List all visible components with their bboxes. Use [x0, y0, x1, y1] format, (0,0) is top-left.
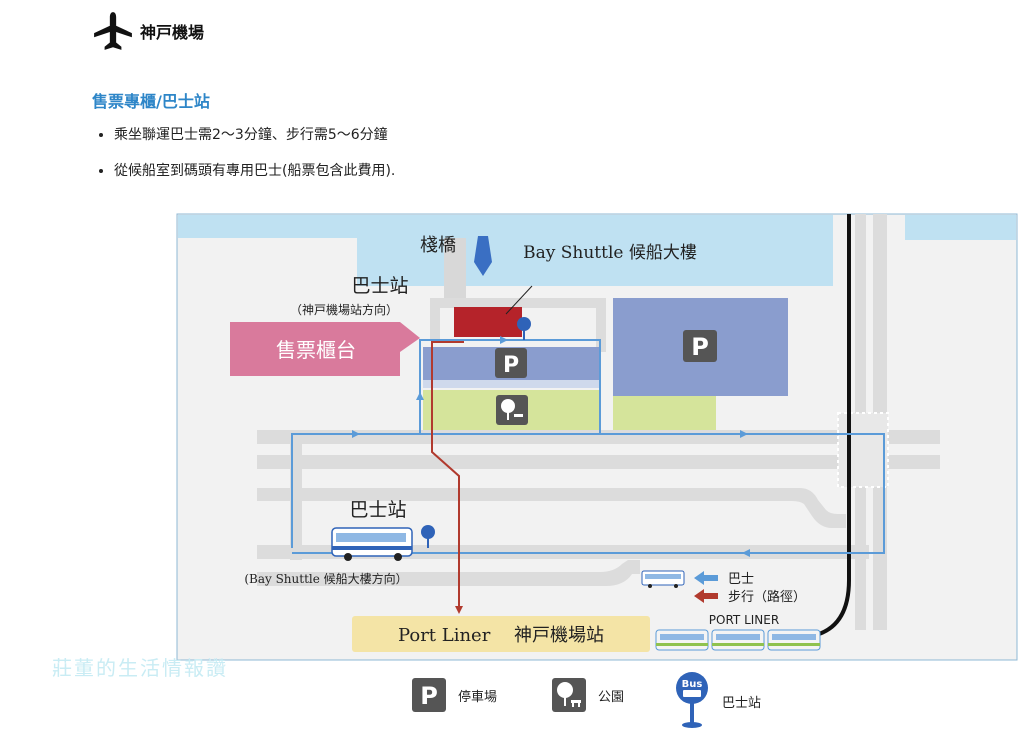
pier	[444, 238, 466, 300]
legend-parking: P 停車場	[412, 678, 497, 712]
sea-area	[905, 215, 1016, 240]
sea-area	[178, 215, 833, 238]
parking-sign	[683, 330, 717, 362]
bus-stop-top-label: 巴士站	[351, 275, 408, 297]
walk-route-legend-label: 步行（路徑）	[728, 589, 806, 605]
bus-stop-icon: Bus	[676, 672, 708, 728]
bus-legend-icon	[641, 570, 685, 588]
page-header: 神戸機場	[92, 10, 204, 52]
road	[257, 560, 640, 586]
note-item: 乘坐聯運巴士需2～3分鐘、步行需5～6分鐘	[114, 118, 395, 154]
bus-stop-bottom-direction: (Bay Shuttle 候船大樓方向）	[244, 571, 407, 586]
terminal-pointer	[505, 285, 533, 315]
parking-icon: P	[412, 678, 446, 712]
bus-sign-text: Bus	[682, 679, 703, 690]
pier-label: 棧橋	[420, 235, 456, 256]
station-box	[352, 616, 650, 652]
section-subtitle: 售票專櫃/巴士站	[92, 92, 210, 111]
walk-route-legend-arrow	[694, 589, 718, 603]
legend-bus-stop: Bus 巴士站	[674, 672, 761, 730]
port-liner-label: PORT LINER	[709, 613, 779, 627]
parking-sign-letter: P	[691, 333, 709, 361]
ticket-counter-label: 售票櫃台	[276, 338, 356, 362]
legend-park: 公園	[552, 678, 624, 712]
park-area	[613, 396, 716, 430]
note-item: 從候船室到碼頭有專用巴士(船票包含此費用).	[114, 154, 395, 190]
crosswalk	[837, 412, 889, 488]
bus-stop-icon	[421, 525, 435, 539]
parking-sign-letter: P	[503, 353, 519, 378]
station-label: Port Liner 神戸機場站	[398, 625, 604, 646]
terminal-label: Bay Shuttle 候船大樓	[523, 243, 697, 263]
park-icon	[552, 678, 586, 712]
bus-route	[291, 339, 601, 548]
pier-arrow-marker	[474, 236, 492, 276]
road-curve	[762, 488, 846, 528]
notes-list: 乘坐聯運巴士需2～3分鐘、步行需5～6分鐘 從候船室到碼頭有專用巴士(船票包含此…	[92, 118, 395, 190]
bus-stop-top-direction: （神戸機場站方向）	[290, 302, 398, 317]
ticket-counter-callout	[230, 322, 420, 376]
legend-parking-label: 停車場	[458, 689, 498, 705]
airplane-icon	[94, 12, 132, 50]
walk-route	[431, 341, 464, 612]
legend-bus-stop-label: 巴士站	[722, 695, 762, 711]
legend-park-label: 公園	[598, 689, 625, 705]
road	[257, 455, 940, 469]
road	[257, 488, 762, 501]
sea-area	[357, 236, 833, 286]
page-title: 神戸機場	[140, 23, 205, 42]
terminal-building	[454, 307, 522, 337]
bus-route-legend-arrow	[694, 571, 718, 585]
parking-sign	[495, 348, 527, 378]
bus-route-legend-label: 巴士	[728, 572, 754, 587]
bus-icon	[331, 527, 413, 561]
watermark: 莊董的生活情報讚	[52, 656, 228, 680]
terminal-road	[430, 298, 606, 352]
bus-stop-bottom-label: 巴士站	[349, 499, 406, 521]
port-liner-train	[655, 629, 821, 651]
bus-stop-icon	[517, 317, 531, 331]
svg-text:P: P	[420, 682, 438, 710]
